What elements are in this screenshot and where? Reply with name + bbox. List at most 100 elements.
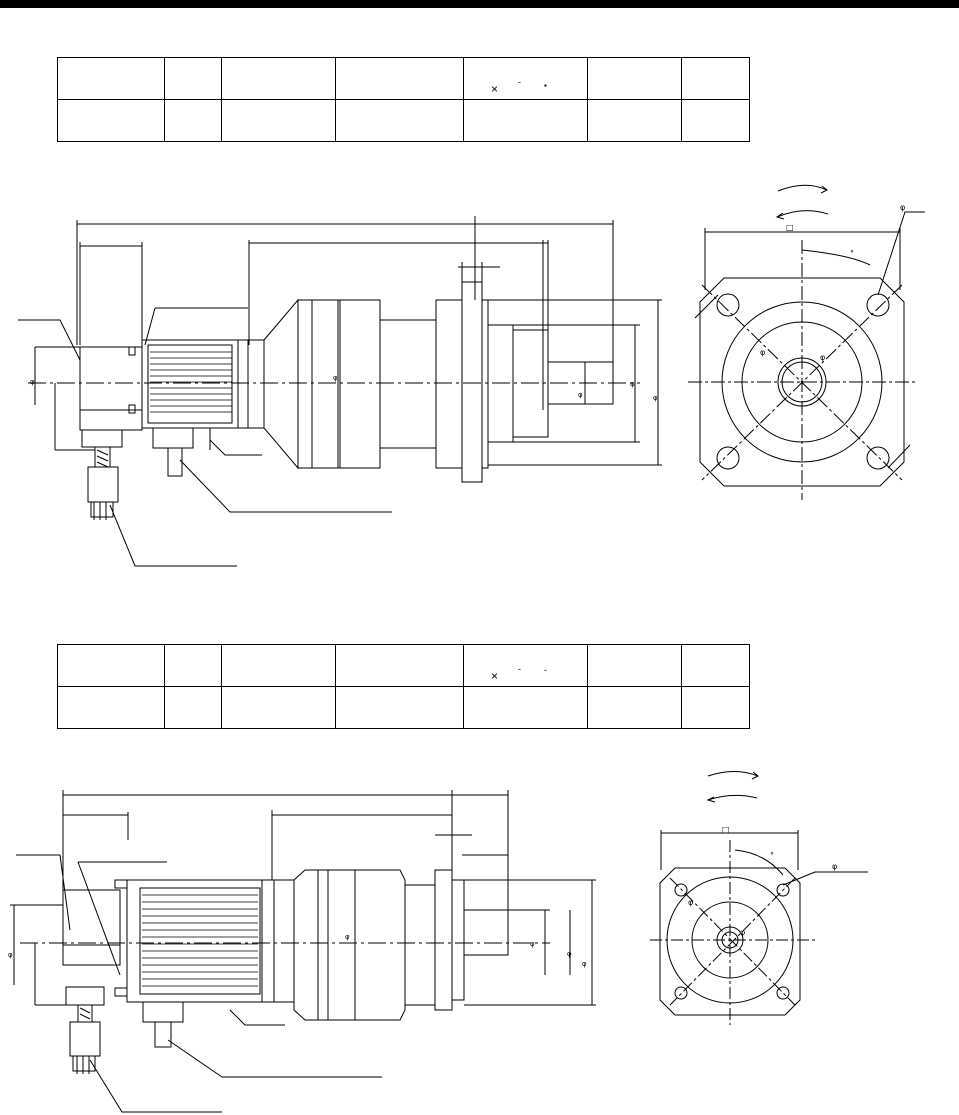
bolt-hole	[866, 446, 890, 470]
encoder-connector-plug	[87, 466, 119, 503]
spec-table-1-value-row	[57, 99, 750, 142]
square-symbol: □	[786, 223, 794, 232]
hole-leader-line	[782, 871, 868, 886]
phi-label: φ	[653, 394, 658, 402]
gearbox-housing-2	[379, 319, 437, 449]
power-connector	[142, 1001, 184, 1023]
rotation-arrow	[776, 210, 829, 218]
phi-label: φ	[832, 862, 837, 871]
arrow-head	[820, 185, 828, 194]
arrow-head	[775, 212, 785, 220]
spec-table-1-header-row: × - ▪	[57, 57, 750, 100]
table1-header-cell	[221, 57, 336, 100]
spec-table-2-header-row: × - -	[57, 644, 750, 687]
output-flange	[461, 281, 483, 483]
gearbox-housing-2	[404, 884, 436, 1006]
bolt-hole	[716, 446, 740, 470]
gearbox-transition	[263, 298, 299, 470]
table2-value-cell	[57, 686, 165, 729]
encoder-housing	[79, 346, 143, 411]
leader-line	[18, 319, 81, 361]
rotation-arrow	[707, 794, 758, 801]
cable-twist	[79, 1007, 91, 1020]
motor-cooling-fins	[142, 894, 258, 987]
power-cable	[154, 1021, 172, 1048]
bolt-hole	[674, 883, 688, 897]
spec-table-1: × - ▪	[57, 57, 750, 142]
square-symbol: □	[722, 825, 730, 834]
bolt-hole	[866, 293, 890, 317]
times-sign: ×	[491, 669, 499, 683]
degree-symbol: °	[850, 249, 854, 258]
table2-header-cell	[335, 644, 464, 687]
motor-flange	[261, 879, 275, 1003]
phi-label: φ	[567, 950, 572, 958]
table2-header-cell	[587, 644, 682, 687]
dimension-tick	[887, 444, 911, 469]
phi-label: φ	[582, 960, 587, 968]
connector-pins	[72, 1055, 96, 1072]
motor-2-front-view	[650, 771, 868, 1025]
table2-value-cell	[681, 686, 750, 729]
arrow-head	[706, 796, 716, 803]
table1-value-cell	[164, 99, 222, 142]
screw	[128, 346, 136, 356]
leader-line	[229, 1009, 285, 1026]
phi-label: φ	[333, 374, 338, 382]
motor-body	[141, 339, 239, 429]
motor-fins-area	[139, 887, 261, 995]
dimension-tick	[694, 294, 719, 319]
table2-header-cell	[221, 644, 336, 687]
times-sign: ×	[491, 82, 499, 96]
bolt-circle-diagonal	[669, 877, 796, 1006]
phi-label: φ	[530, 940, 535, 948]
rotation-arrow	[777, 184, 828, 192]
screw	[128, 404, 136, 414]
table2-header-cell	[57, 644, 165, 687]
page-top-rule	[0, 0, 959, 8]
degree-symbol: °	[770, 851, 774, 860]
table1-value-cell	[57, 99, 165, 142]
motor-fins-area	[147, 344, 233, 424]
phi-label: φ	[760, 348, 765, 357]
table2-value-cell	[335, 686, 464, 729]
table1-value-cell	[335, 99, 464, 142]
output-shaft	[463, 909, 509, 956]
table2-reduction-ratio-cell: × - -	[463, 644, 588, 687]
screw	[114, 987, 128, 997]
motor-body	[126, 879, 263, 1003]
bolt-hole	[776, 883, 790, 897]
phi-label: φ	[345, 933, 350, 941]
gearbox-housing-1	[297, 299, 381, 469]
leader-line	[209, 439, 262, 456]
leader-line	[89, 1059, 222, 1113]
dash-mark: -	[518, 664, 521, 674]
table1-value-cell	[587, 99, 682, 142]
flange-pilot	[451, 879, 465, 1001]
phi-label: φ	[740, 928, 745, 937]
motor-2-side-view	[10, 790, 596, 1113]
bolt-hole	[716, 293, 740, 317]
angle-dimension-arc	[801, 249, 871, 266]
square-flange	[659, 867, 801, 1016]
leader-line	[144, 307, 156, 346]
motor-1-side-view	[18, 216, 662, 567]
encoder-connector-plug	[69, 1021, 101, 1057]
leader-line	[167, 1039, 382, 1078]
table2-value-cell	[221, 686, 336, 729]
encoder-cap	[62, 944, 121, 966]
bolt-hole	[674, 986, 688, 1000]
connector-pin-lines	[93, 502, 107, 520]
power-connector	[152, 427, 194, 449]
motor-adapter	[273, 879, 295, 1003]
power-cable	[167, 447, 183, 477]
phi-label: φ	[900, 203, 905, 212]
leader-line	[179, 459, 392, 513]
flange-pilot	[481, 299, 489, 469]
phi-label: φ	[8, 951, 13, 959]
arrow-head	[751, 771, 759, 780]
table2-header-cell	[164, 644, 222, 687]
motor-cooling-fins	[150, 351, 232, 413]
cable-twist	[96, 449, 109, 468]
